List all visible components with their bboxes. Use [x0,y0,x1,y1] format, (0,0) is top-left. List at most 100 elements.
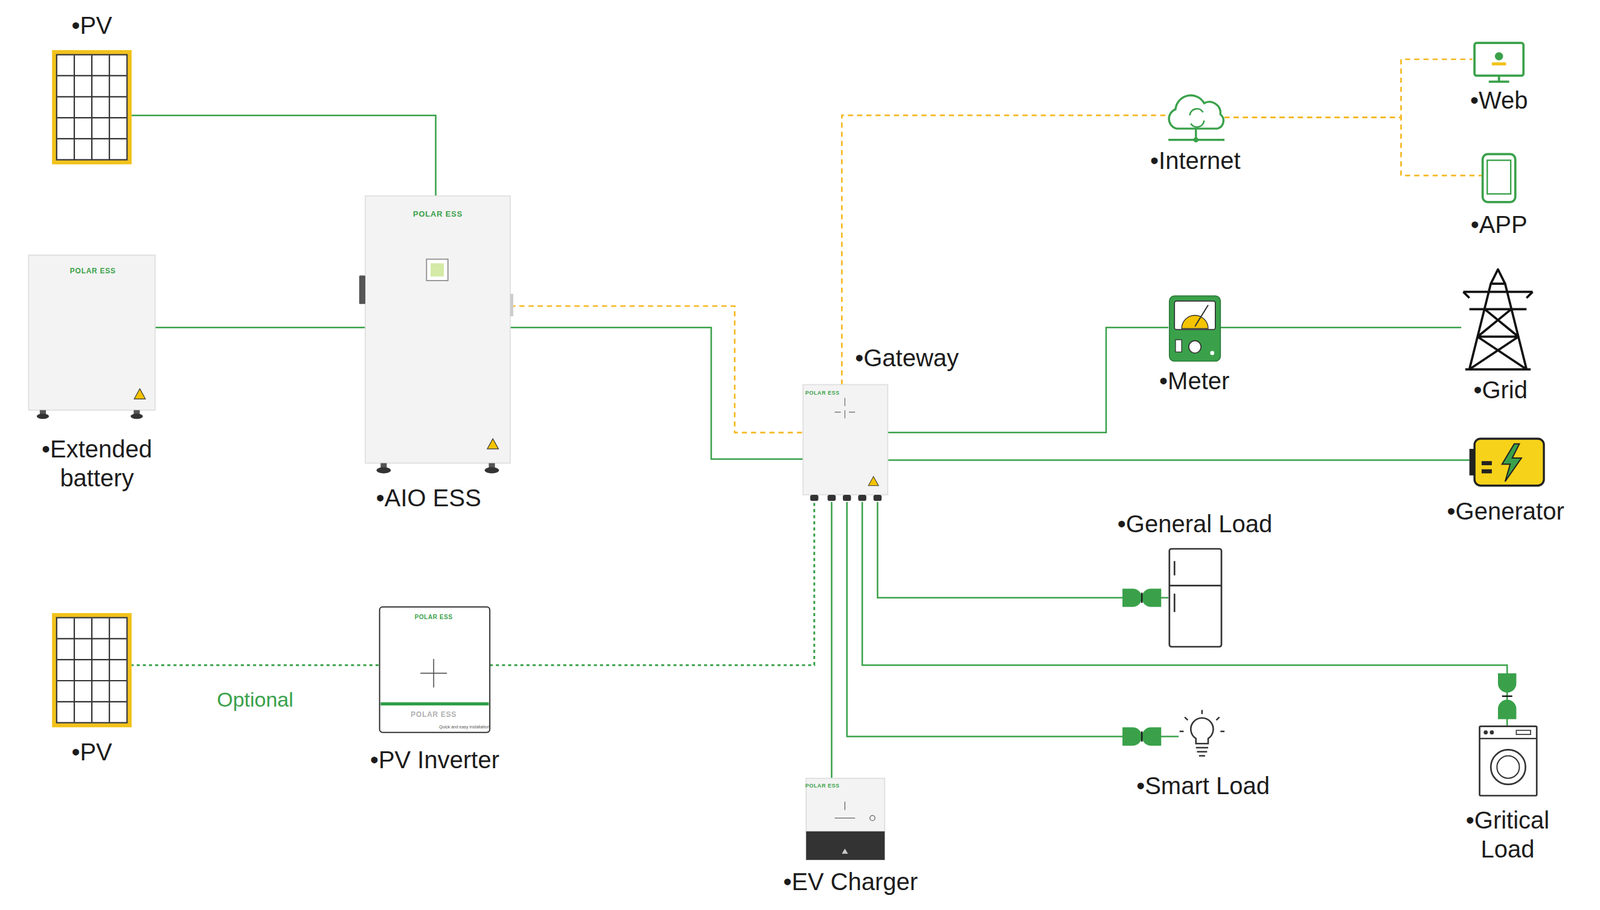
aio-ess-cabinet [376,467,392,474]
meter-icon [1174,301,1216,330]
device-label: •Extended battery [20,434,174,493]
label-slot: •General Load [1117,509,1273,539]
battery-cabinet [28,255,156,411]
aio-ess-cabinet [426,259,448,281]
monitor-icon [1474,42,1524,76]
fridge-icon [1169,548,1222,647]
solar-panel [57,55,127,160]
device-node: •Generator [1469,438,1547,488]
label-slot: •Generator [1447,496,1565,526]
device-label: •General Load [1117,509,1273,539]
device-label: •Web [1470,85,1529,115]
solar-panel [54,51,130,163]
device-label: •Internet [1150,146,1241,176]
label-slot: •APP [1470,210,1528,240]
label-slot: POLAR ESS [412,210,463,219]
meter-icon [1194,305,1209,327]
device-node: •Internet [1166,97,1225,142]
device-label: •Smart Load [1136,771,1270,801]
label-slot: •Gateway [854,343,959,373]
gateway-box [873,495,883,502]
device-node: •Smart Load [1178,709,1228,768]
gateway-box [810,495,819,502]
connector-line [887,459,1469,462]
washer-icon [1490,749,1526,785]
device-node: •Gateway [803,384,888,502]
battery-cabinet [134,388,146,400]
bulb-icon [1179,710,1225,757]
label-slot: •Web [1470,85,1529,115]
brand-logo: POLAR ESS [70,267,116,276]
connector-line [510,327,804,460]
label-slot: •Extended battery [20,434,174,493]
generator-icon [1474,438,1544,487]
ev-charger-box [834,802,855,819]
washer-icon [1483,730,1488,735]
device-label: •PV [71,10,112,40]
washer-icon [1479,726,1538,797]
device-node: •PV [53,51,131,164]
device-node: •APP [1481,153,1517,203]
generator-icon [1481,461,1492,466]
gateway-box [834,397,855,419]
device-label: •APP [1470,210,1528,240]
edge-label: Optional [214,687,296,713]
fridge-icon [1169,548,1222,647]
monitor-icon [1494,51,1504,61]
pv-inverter-box [379,607,491,733]
connector-line [862,502,1508,727]
device-label: •Gateway [854,343,959,373]
device-node: •Meter [1168,295,1221,363]
device-node: •AIO ESS [365,195,511,474]
phone-icon [1482,153,1516,202]
plug-icon [1122,727,1142,746]
device-node: •General Load [1168,548,1222,647]
label-slot: POLAR ESS [70,267,116,276]
ev-charger-box [806,778,885,861]
device-label: •Generator [1447,496,1565,526]
meter-icon [1209,351,1215,356]
connector-line [155,326,366,329]
plug-icon [1497,700,1517,720]
gateway-box [803,384,888,502]
label-slot: POLAR ESS [410,711,457,720]
device-label: •Gritical Load [1441,806,1575,864]
connector-line [1224,117,1482,176]
connector-line [510,306,804,433]
ev-charger-box [806,832,885,861]
device-label: •EV Charger [783,867,918,897]
connector-line [830,502,833,779]
device-node: •Gritical Load [1478,726,1537,796]
battery-cabinet [39,410,46,415]
aio-ess-cabinet [365,196,511,464]
solar-panel [54,615,130,726]
plug-icon [1122,588,1162,607]
solar-panel [56,618,128,724]
ev-charger-box [841,848,848,854]
gateway-box [857,495,867,502]
monitor-icon [1491,62,1507,66]
label-slot: •Meter [1159,366,1230,396]
brand-logo: POLAR ESS [805,783,840,790]
connector-line [1224,59,1473,118]
phone-icon [1487,160,1511,195]
device-label: •PV Inverter [370,745,500,775]
bulb-icon [1190,718,1213,745]
meter-icon [1169,295,1221,362]
aio-ess-cabinet [487,438,499,450]
brand-logo: POLAR ESS [414,614,453,621]
gateway-box [803,384,888,496]
aio-ess-cabinet [510,294,514,317]
cloud-icon [1193,137,1199,143]
washer-icon [1516,730,1531,735]
plug-icon [1122,727,1162,746]
connector-line [130,664,380,667]
plug-icon [1141,592,1143,604]
connector-line [1220,326,1462,329]
pylon-icon [1463,269,1533,370]
device-label: •Grid [1473,375,1528,405]
meter-icon [1175,339,1182,352]
meter-icon [1188,341,1201,354]
